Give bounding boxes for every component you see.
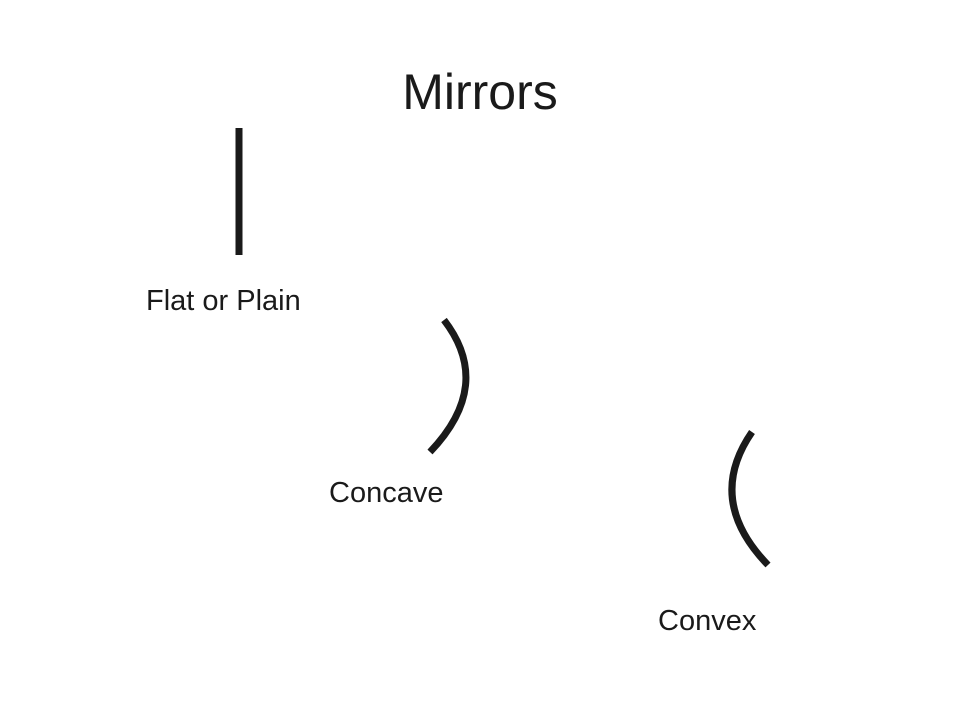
concave-mirror-label: Concave (329, 477, 444, 509)
concave-mirror-icon (427, 317, 470, 455)
convex-mirror-label: Convex (658, 605, 757, 637)
flat-mirror-label: Flat or Plain (146, 285, 301, 317)
convex-mirror-icon (728, 430, 771, 568)
slide-title: Mirrors (402, 64, 558, 120)
